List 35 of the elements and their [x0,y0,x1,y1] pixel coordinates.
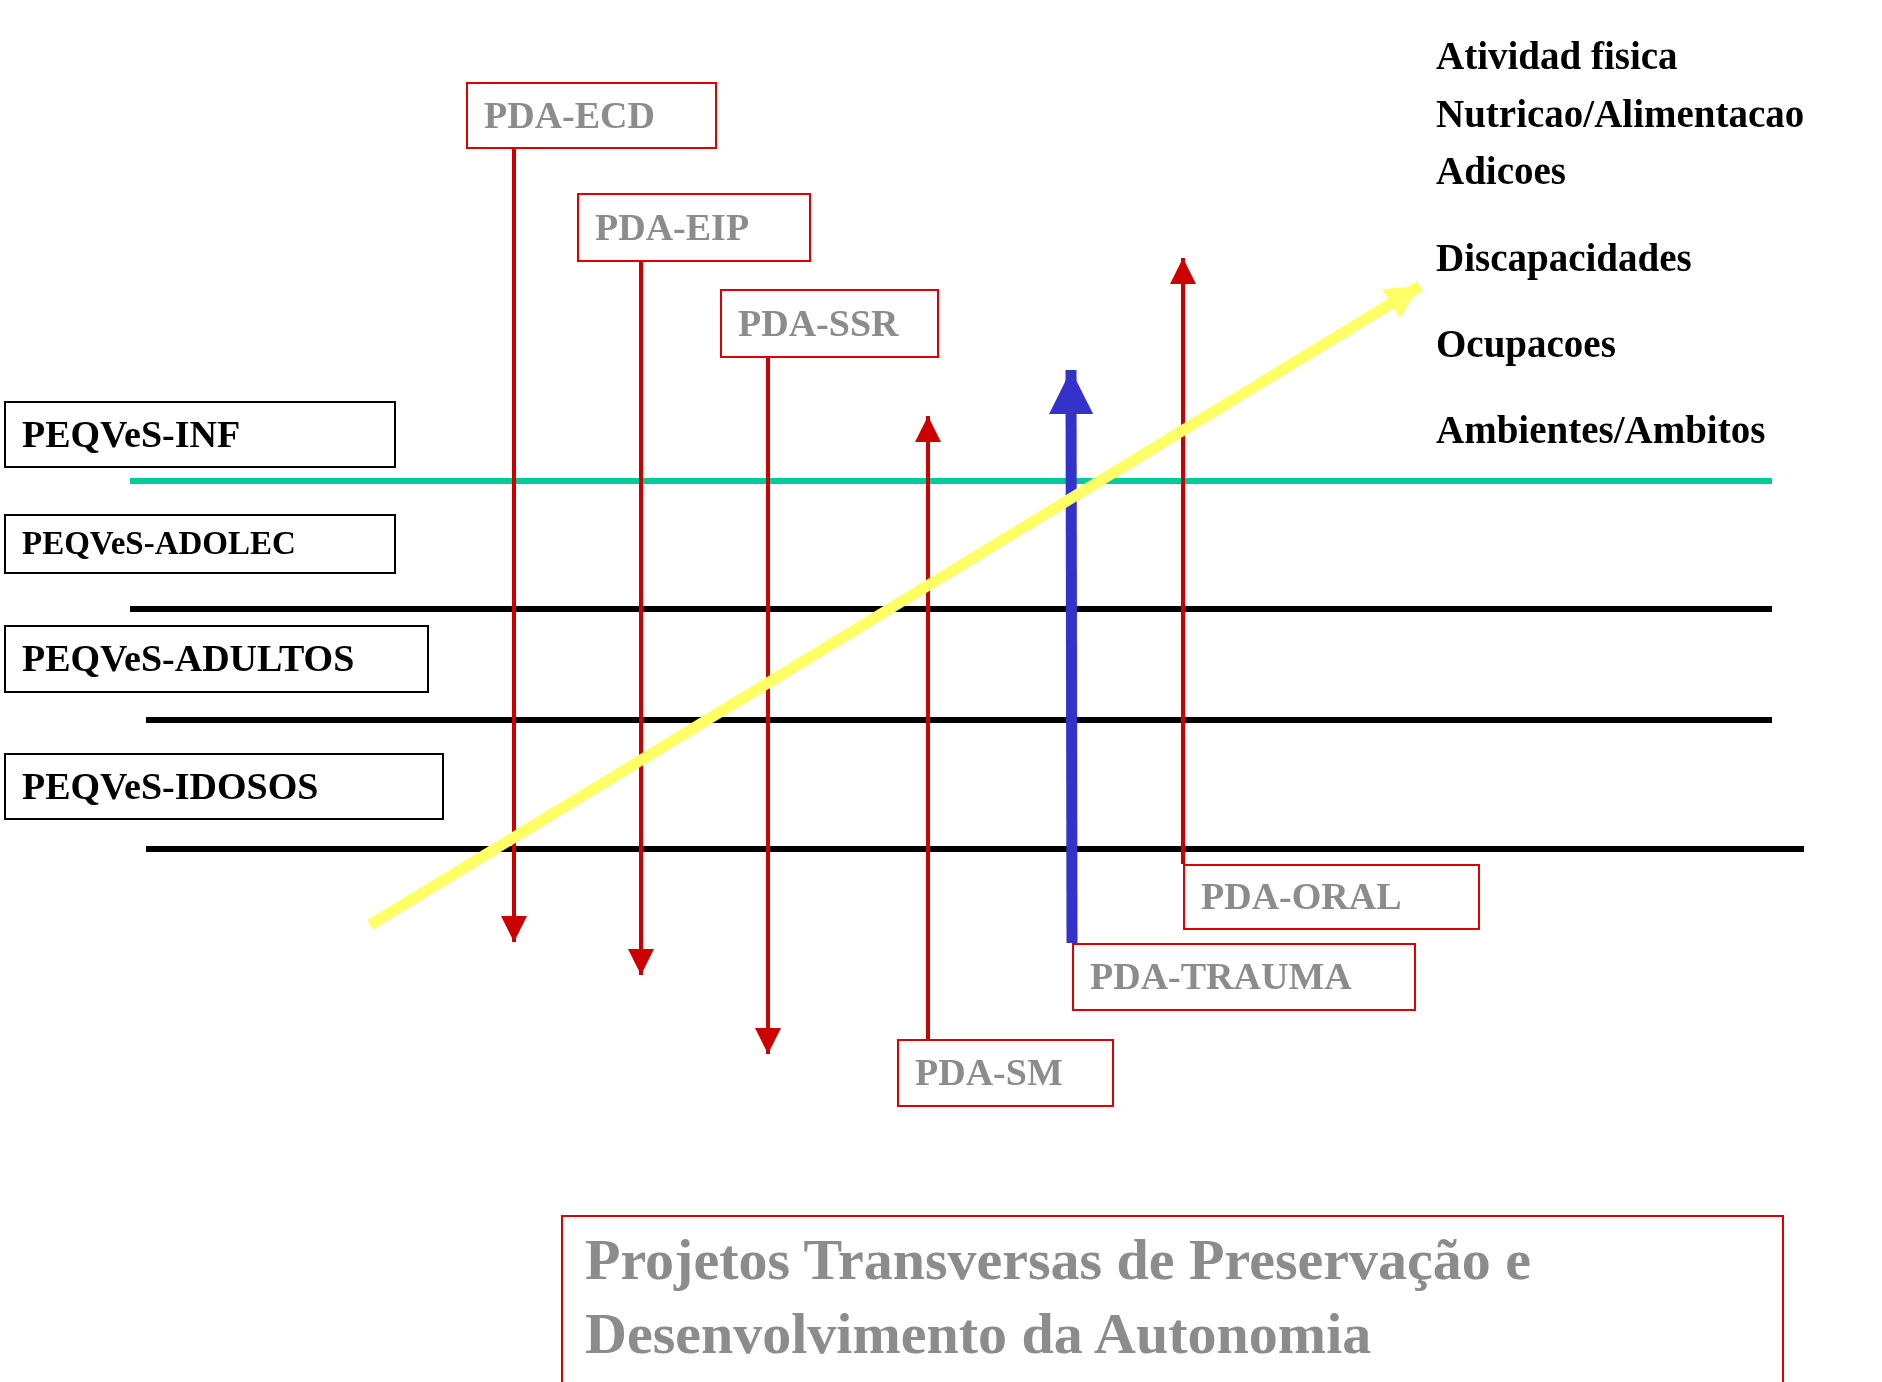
node-label: PEQVeS-ADULTOS [22,637,355,681]
label-box [4,514,396,574]
label-box [1183,864,1480,930]
topic-label: Nutricao/Alimentacao [1436,92,1805,137]
arrow [628,262,654,975]
label-box [4,401,396,468]
label-box [4,625,429,693]
label-box [1072,943,1416,1011]
label-box [466,82,717,149]
node-label: PDA-EIP [595,205,750,250]
label-box [720,289,939,358]
topic-label: Adicoes [1436,149,1566,194]
arrow [367,281,1423,930]
node-label: PDA-ECD [484,93,655,138]
topic-label: Discapacidades [1436,236,1692,281]
node-label: PDA-ORAL [1201,875,1402,919]
topic-label: Atividad fisica [1436,34,1678,79]
node-label: PEQVeS-IDOSOS [22,764,319,809]
title-text: Projetos Transversas de Preservação e Desenvolvimento da Autonomia [585,1226,1532,1368]
arrow [1049,370,1094,943]
node-label: PEQVeS-INF [22,412,241,457]
arrow [1170,258,1196,864]
arrow [915,416,941,1039]
title-box [561,1215,1784,1382]
label-box [897,1039,1114,1107]
topic-label: Ambientes/Ambitos [1436,408,1766,453]
topic-label: Ocupacoes [1436,322,1616,367]
node-label: PDA-SSR [738,301,899,346]
arrow [501,149,527,942]
node-label: PDA-SM [915,1051,1063,1095]
node-label: PDA-TRAUMA [1090,955,1352,999]
label-box [4,753,444,820]
arrow [755,358,781,1054]
label-box [577,193,811,262]
node-label: PEQVeS-ADOLEC [22,525,296,563]
